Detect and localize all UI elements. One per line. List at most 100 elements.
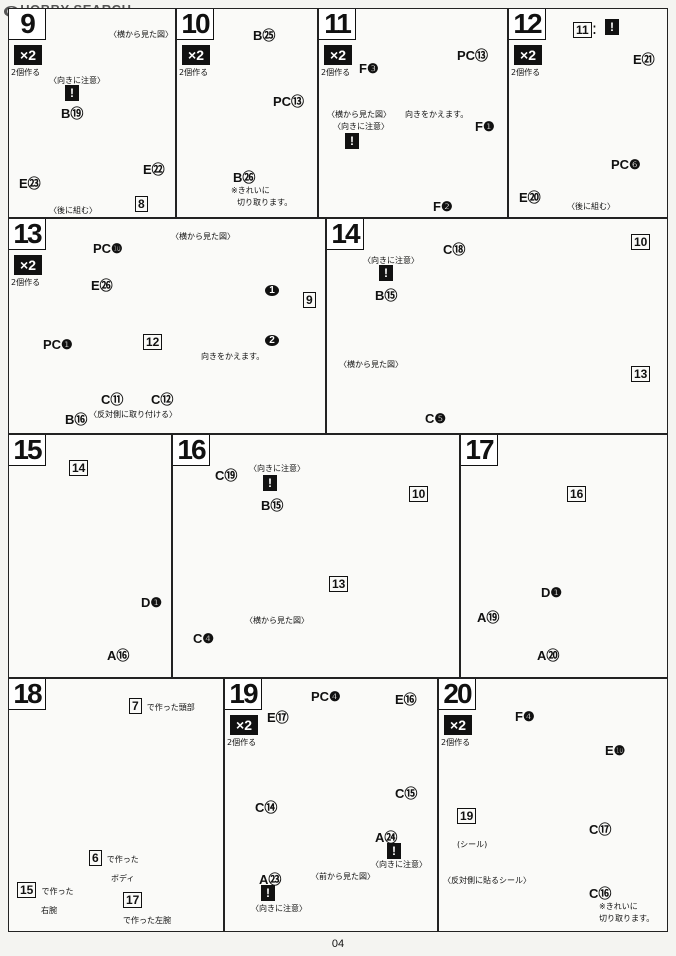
step-number: 13 (9, 219, 46, 250)
part-label: A⑯ (107, 648, 130, 663)
step-reference: 13 (631, 363, 651, 382)
step-15-panel: 15 14 D❶ A⑯ (8, 434, 172, 678)
warning-icon: ! (65, 85, 79, 101)
warning-icon: ! (605, 19, 619, 35)
part-label: E㉓ (19, 176, 41, 191)
step-number: 10 (177, 9, 214, 40)
orientation-note: 〈向きに注意〉 (49, 76, 105, 85)
part-label: C⑰ (589, 822, 612, 837)
part-label: B⑯ (65, 412, 88, 427)
quantity-badge: ×2 (14, 45, 42, 65)
step-number: 17 (461, 435, 498, 466)
page-number: 04 (331, 938, 345, 950)
step-reference: 19 (457, 805, 477, 824)
warning-icon: ! (387, 843, 401, 859)
part-label: E⑰ (267, 710, 289, 725)
part-label: F❷ (433, 199, 453, 214)
step-reference: 10 (409, 483, 429, 502)
part-label: B⑮ (261, 498, 284, 513)
cut-note: ※きれいに (599, 902, 638, 911)
part-label: B⑲ (61, 106, 84, 121)
step-12-panel: 12 ×2 2個作る 11: ! E㉑ PC❻ E⑳ 〈後に組む〉 (508, 8, 668, 218)
step-reference: 13 (329, 573, 349, 592)
step-reference: 12 (143, 331, 163, 350)
cut-note: 切り取ります。 (237, 198, 293, 207)
quantity-badge: ×2 (514, 45, 542, 65)
orientation-note: 〈向きに注意〉 (333, 122, 389, 131)
part-label: C⑮ (395, 786, 418, 801)
part-label: B㉖ (233, 170, 256, 185)
side-view-note: 〈横から見た図〉 (245, 616, 309, 625)
order-marker: 2 (265, 335, 279, 346)
step-17-panel: 17 16 D❶ A⑲ A⑳ (460, 434, 668, 678)
part-label: C⑯ (589, 886, 612, 901)
step-11-panel: 11 ×2 2個作る F❸ PC⑬ 〈横から見た図〉 〈向きに注意〉 ! 向きを… (318, 8, 508, 218)
opposite-side-note: 〈反対側に取り付ける〉 (89, 410, 177, 419)
part-label: F❶ (475, 119, 495, 134)
step-number: 15 (9, 435, 46, 466)
step-number: 20 (439, 679, 476, 710)
part-label: E❿ (605, 743, 626, 758)
part-label: E⑯ (395, 692, 417, 707)
step-number: 14 (327, 219, 364, 250)
part-label: D❶ (141, 595, 163, 610)
side-view-note: 〈横から見た図〉 (109, 30, 173, 39)
step-reference: 9 (303, 289, 316, 308)
cut-note: 切り取ります。 (599, 914, 655, 923)
step-number: 19 (225, 679, 262, 710)
quantity-badge: ×2 (14, 255, 42, 275)
step-reference: 6 で作ったボディ (89, 847, 139, 885)
orientation-note: 〈向きに注意〉 (371, 860, 427, 869)
step-reference: 10 (631, 231, 651, 250)
order-marker: 1 (265, 285, 279, 296)
later-note: 〈後に組む〉 (49, 206, 97, 215)
front-view-note: 〈前から見た図〉 (311, 872, 375, 881)
part-label: PC❶ (43, 337, 73, 352)
part-label: D❶ (541, 585, 563, 600)
part-label: C⑪ (101, 392, 124, 407)
part-label: A⑳ (537, 648, 560, 663)
part-label: F❸ (359, 61, 379, 76)
part-label: B㉕ (253, 28, 276, 43)
quantity-note: 2個作る (179, 68, 209, 77)
part-label: E⑳ (519, 190, 541, 205)
quantity-badge: ×2 (324, 45, 352, 65)
part-label: PC⑬ (273, 94, 305, 109)
orientation-note: 〈向きに注意〉 (251, 904, 307, 913)
step-number: 12 (509, 9, 546, 40)
step-number: 9 (9, 9, 46, 40)
step-reference: 7 で作った頭部 (129, 695, 195, 714)
warning-icon: ! (345, 133, 359, 149)
part-label: C⑲ (215, 468, 238, 483)
side-view-note: 〈横から見た図〉 (339, 360, 403, 369)
quantity-badge: ×2 (444, 715, 472, 735)
quantity-note: 2個作る (441, 738, 471, 747)
part-label: A⑲ (477, 610, 500, 625)
step-number: 16 (173, 435, 210, 466)
part-label: PC❿ (93, 241, 123, 256)
part-label: E㉒ (143, 162, 165, 177)
quantity-note: 2個作る (11, 278, 41, 287)
step-reference: 15 で作った右腕 (17, 879, 73, 917)
step-16-panel: 16 C⑲ 〈向きに注意〉 ! B⑮ C❹ 〈横から見た図〉 10 13 (172, 434, 460, 678)
step-9-panel: 9 ×2 2個作る 〈横から見た図〉 〈向きに注意〉 ! B⑲ E㉓ E㉒ 8 … (8, 8, 176, 218)
step-reference: 16 (567, 483, 587, 502)
step-20-panel: 20 ×2 2個作る F❹ E❿ 19 (シール) 〈反対側に貼るシール〉 C⑰… (438, 678, 668, 932)
quantity-note: 2個作る (11, 68, 41, 77)
step-number: 18 (9, 679, 46, 710)
sticker-note: (シール) (457, 840, 488, 849)
part-label: PC⑬ (457, 48, 489, 63)
part-label: PC❹ (311, 689, 341, 704)
step-14-panel: 14 〈向きに注意〉 ! B⑮ C⑱ 〈横から見た図〉 C❺ 10 13 (326, 218, 668, 434)
part-label: C⑫ (151, 392, 174, 407)
quantity-note: 2個作る (511, 68, 541, 77)
part-label: C❹ (193, 631, 215, 646)
step-13-panel: 13 ×2 2個作る PC❿ E㉖ 〈横から見た図〉 9 12 PC❶ B⑯ C… (8, 218, 326, 434)
later-note: 〈後に組む〉 (567, 202, 615, 211)
orientation-note: 〈向きに注意〉 (249, 464, 305, 473)
warning-icon: ! (261, 885, 275, 901)
step-reference: 11: (573, 19, 597, 38)
part-label: B⑮ (375, 288, 398, 303)
